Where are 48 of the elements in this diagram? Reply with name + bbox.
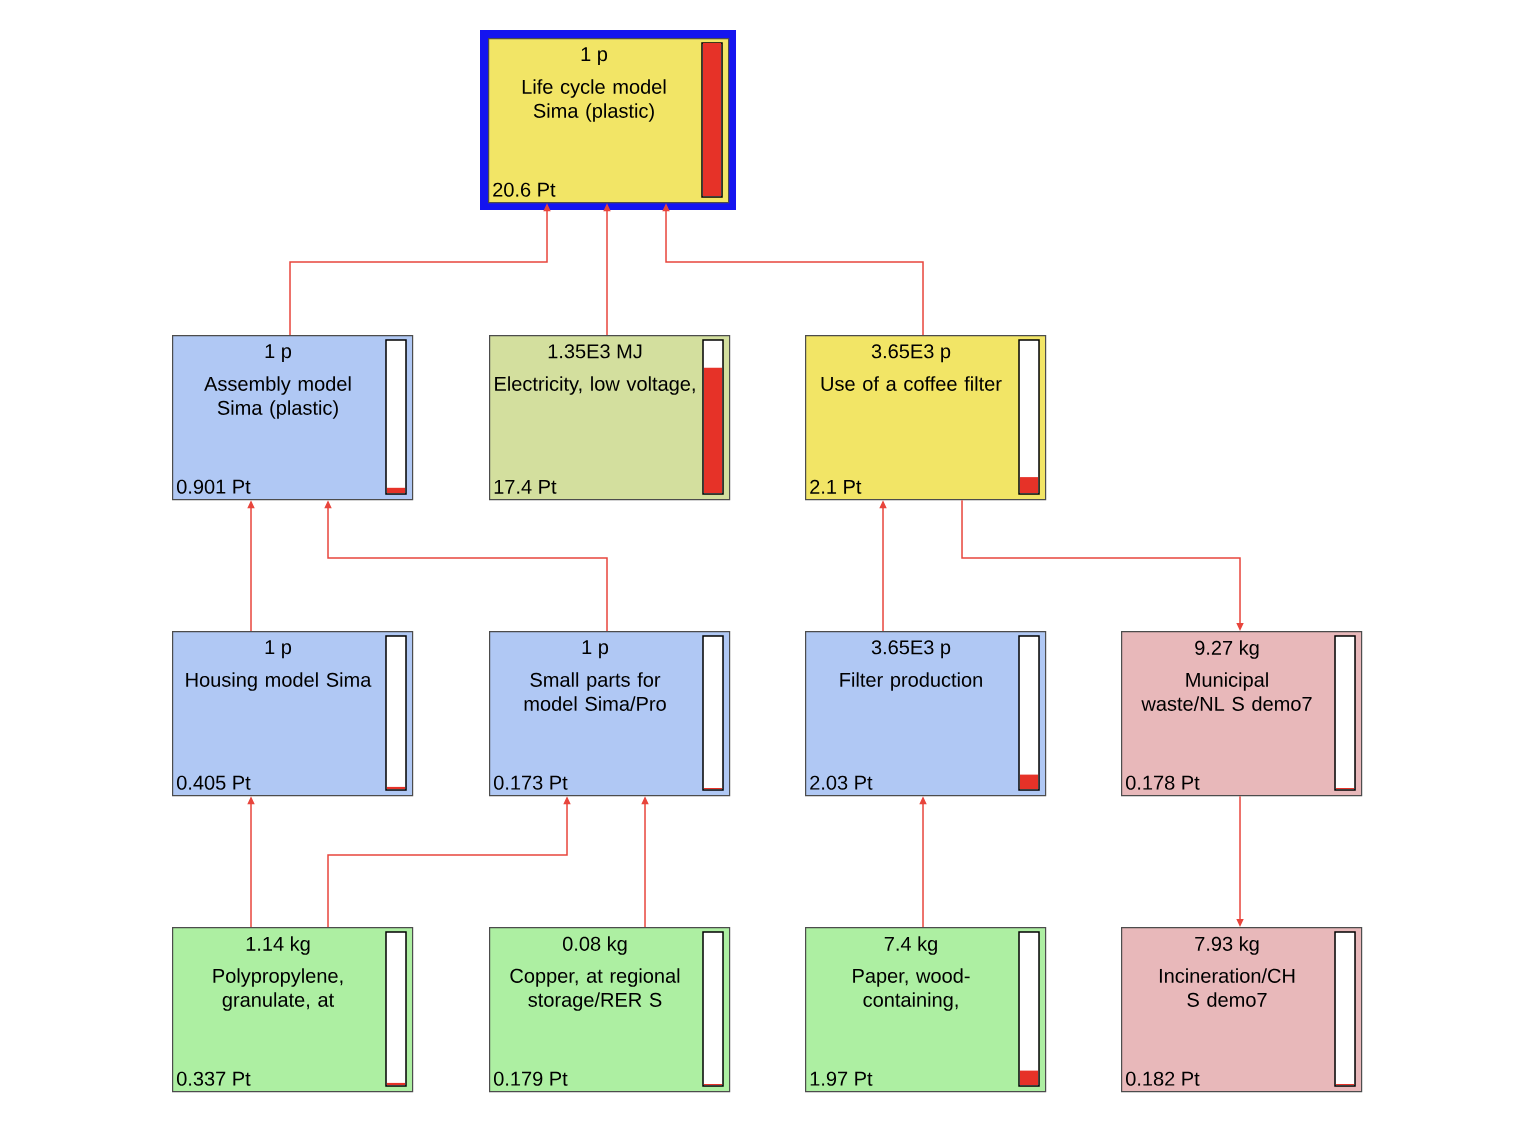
process-box <box>489 631 731 797</box>
process-box <box>172 335 414 501</box>
quantity-label: 1 p <box>581 47 608 66</box>
process-box <box>489 927 731 1093</box>
process-box <box>489 335 731 501</box>
score-label: 2.03 Pt <box>810 775 873 790</box>
score-label: 0.173 Pt <box>494 775 568 790</box>
process-name: Electricity, low voltage, <box>495 376 695 395</box>
quantity-label: 3.65E3 p <box>871 344 951 363</box>
process-name: Incineration/CH S demo7 <box>1159 968 1295 1007</box>
score-label: 0.337 Pt <box>177 1071 251 1086</box>
quantity-label: 3.65E3 p <box>871 640 951 659</box>
process-box <box>805 335 1047 501</box>
process-name: Filter production <box>840 672 982 691</box>
process-name: Paper, wood-containing, <box>853 968 970 1011</box>
process-name: Copper, at regional storage/RER S <box>510 968 680 1011</box>
score-label: 0.182 Pt <box>1126 1071 1200 1086</box>
score-label: 1.97 Pt <box>810 1071 873 1086</box>
score-label: 0.178 Pt <box>1126 775 1200 790</box>
quantity-label: 7.4 kg <box>884 936 937 955</box>
process-box <box>480 30 736 210</box>
process-box <box>1121 631 1363 797</box>
quantity-label: 0.08 kg <box>563 936 627 955</box>
quantity-label: 1 p <box>582 640 609 659</box>
process-name: Assembly model Sima (plastic) <box>204 376 351 419</box>
score-label: 0.901 Pt <box>177 479 251 494</box>
quantity-label: 7.93 kg <box>1195 936 1259 955</box>
process-box <box>1121 927 1363 1093</box>
score-label: 0.405 Pt <box>177 775 251 790</box>
process-name: Housing model Sima <box>186 672 372 691</box>
process-name: Polypropylene, granulate, at <box>213 968 343 1011</box>
quantity-label: 1.35E3 MJ <box>548 344 642 359</box>
process-box <box>172 631 414 797</box>
process-box <box>805 631 1047 797</box>
score-label: 0.179 Pt <box>494 1071 568 1086</box>
process-box <box>172 927 414 1093</box>
score-label: 2.1 Pt <box>810 479 862 494</box>
process-name: Life cycle model Sima (plastic) <box>522 79 666 122</box>
process-box <box>805 927 1047 1093</box>
score-label: 17.4 Pt <box>494 479 557 494</box>
score-label: 20.6 Pt <box>493 182 556 197</box>
quantity-label: 1 p <box>265 640 292 659</box>
process-name: Use of a coffee filter <box>821 376 1002 391</box>
quantity-label: 1 p <box>265 344 292 363</box>
process-name: Small parts for model Sima/Pro <box>524 672 666 711</box>
quantity-label: 9.27 kg <box>1195 640 1259 659</box>
process-name: Municipal waste/NL S demo7 <box>1141 672 1312 711</box>
quantity-label: 1.14 kg <box>246 936 310 955</box>
